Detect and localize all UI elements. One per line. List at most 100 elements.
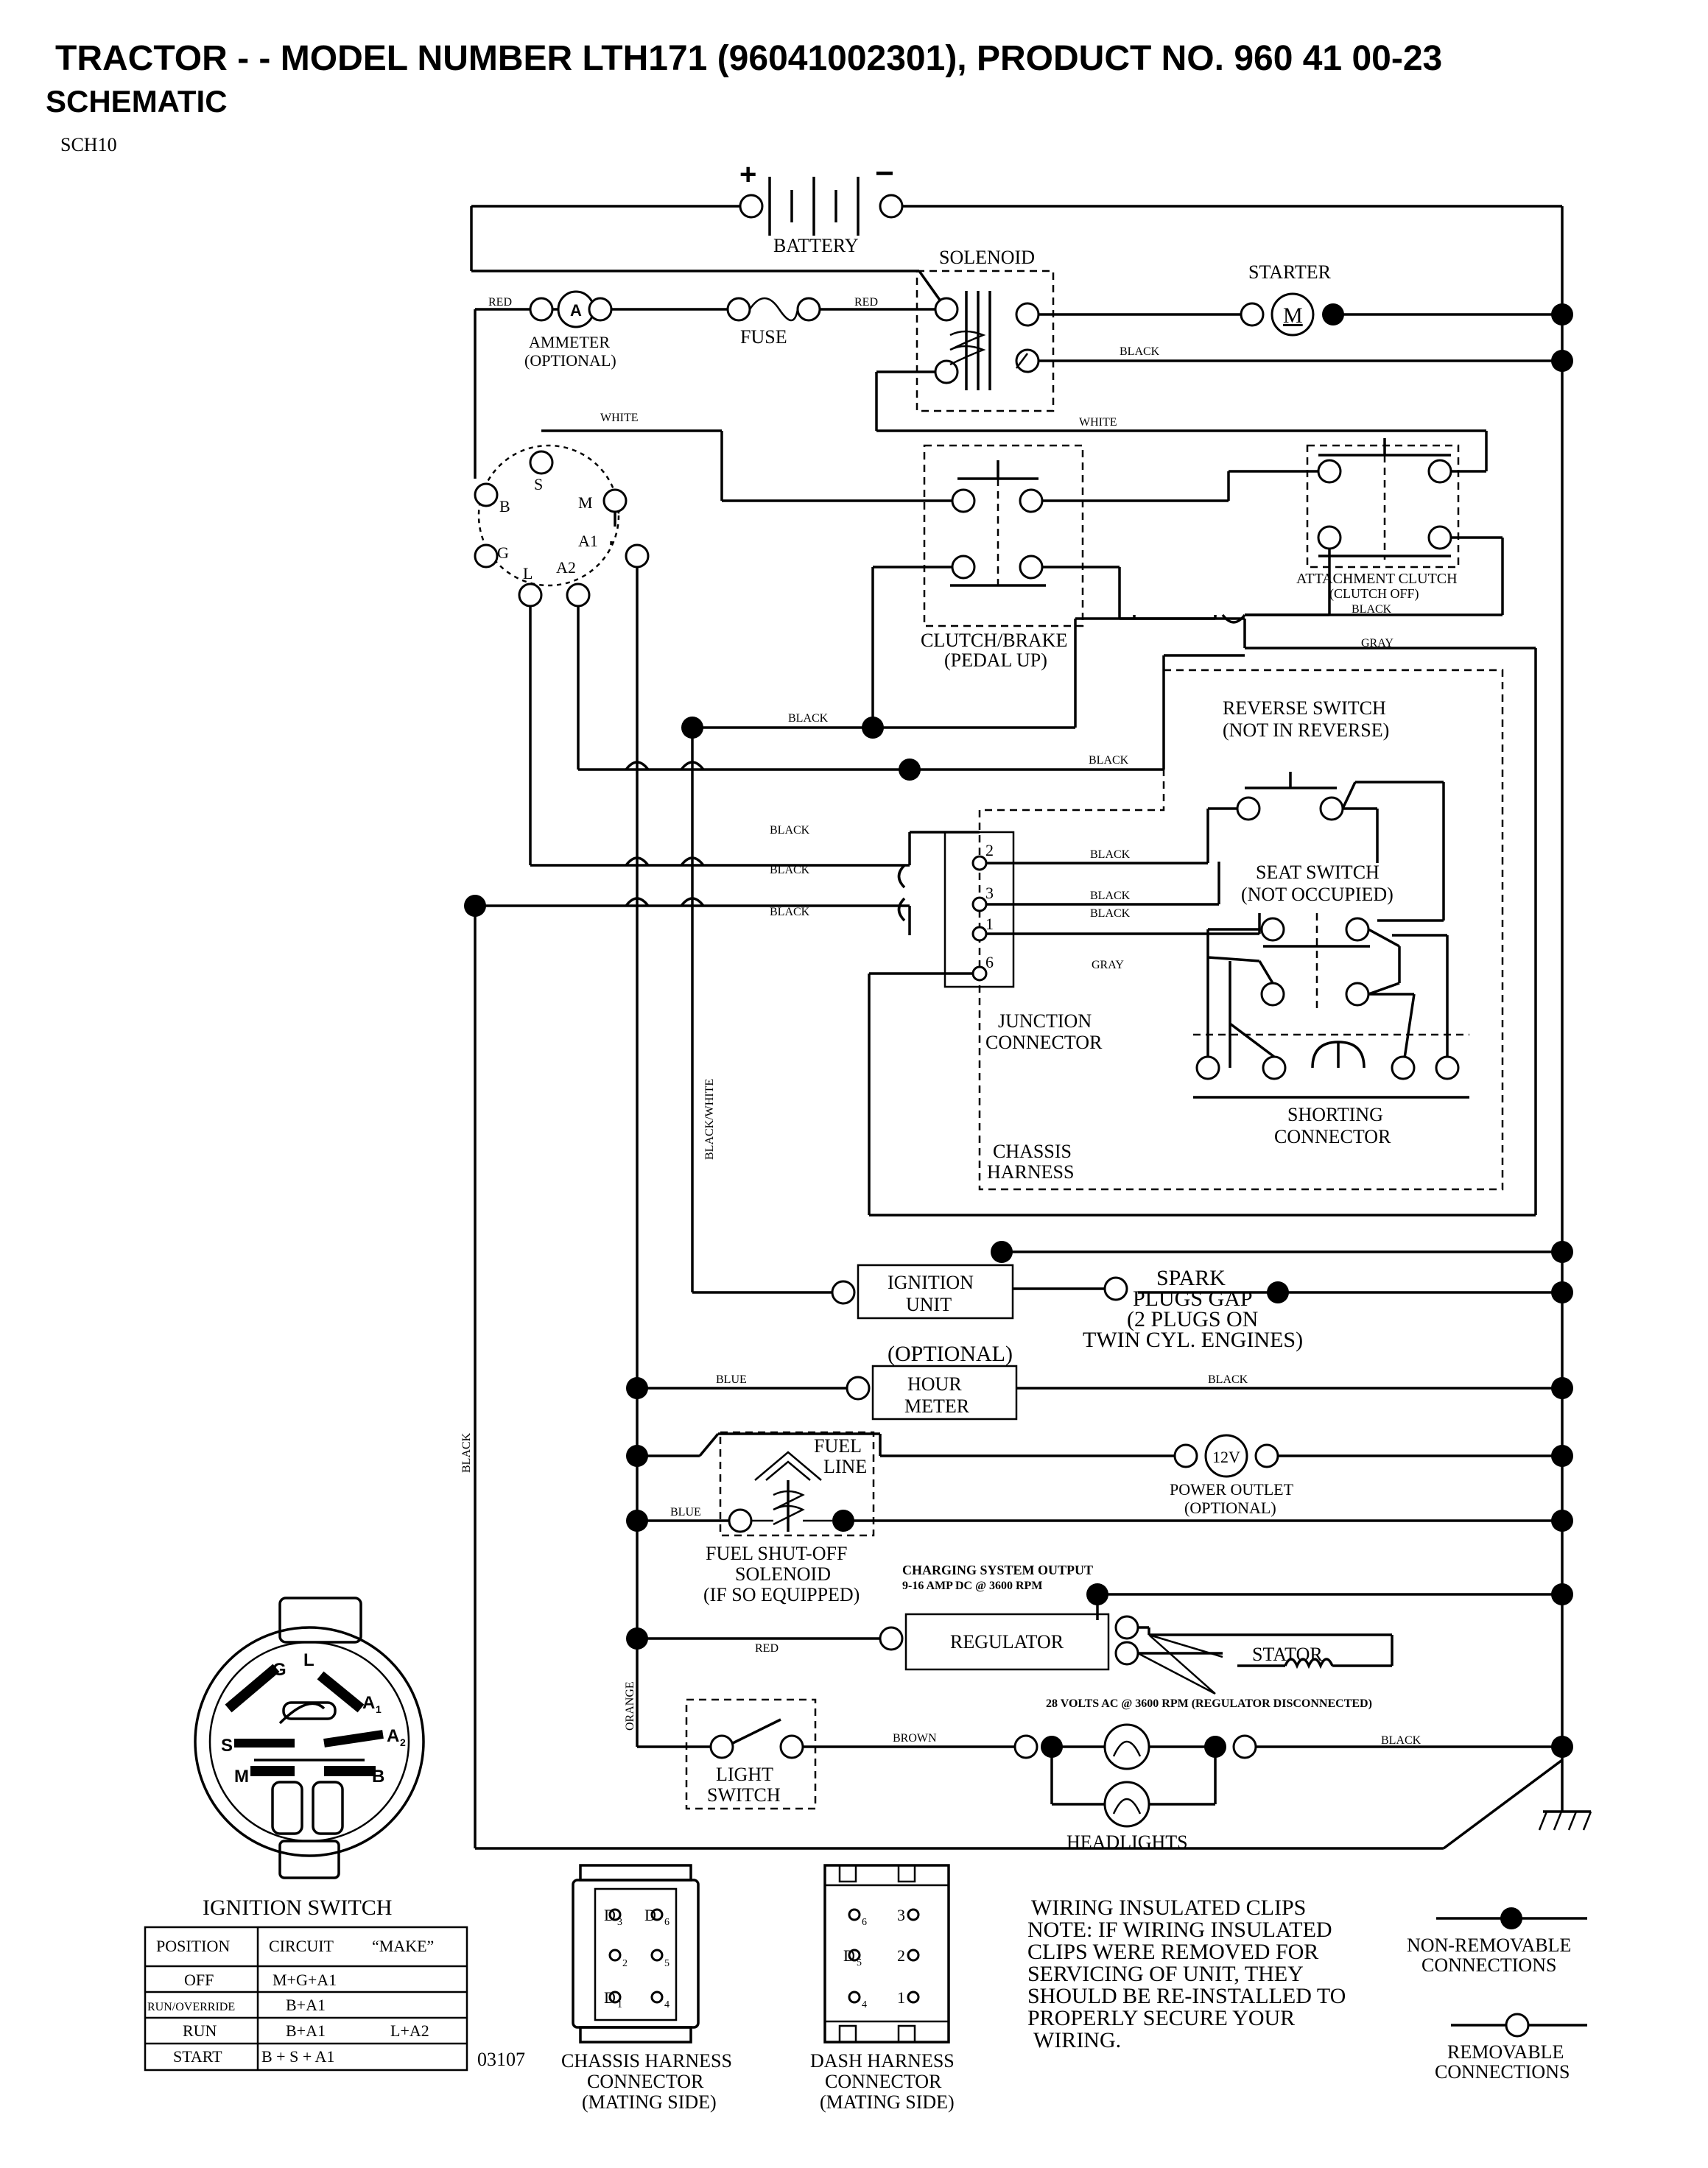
solenoid: SOLENOID — [915, 247, 1055, 412]
spark-label-1: SPARK — [1156, 1266, 1226, 1290]
table-row-start-position: START — [173, 2047, 222, 2066]
wire-label-black-11: BLACK — [1208, 1373, 1248, 1386]
switch-face-a2-sub: 2 — [400, 1736, 406, 1748]
fuel-line-label-1: FUEL — [814, 1435, 862, 1457]
reverse-switch: REVERSE SWITCH (NOT IN REVERSE) — [1223, 697, 1389, 821]
wire-label-red-1: RED — [488, 296, 512, 309]
dash-pin-6: 6 — [862, 1917, 867, 1928]
wire-crossovers — [625, 613, 1246, 922]
notes-line-1: NOTE: IF WIRING INSULATED — [1027, 1918, 1332, 1942]
stator-ac-label: 28 VOLTS AC @ 3600 RPM (REGULATOR DISCON… — [1046, 1697, 1372, 1710]
wire-label-brown: BROWN — [893, 1732, 937, 1745]
table-header-circuit: CIRCUIT — [269, 1937, 334, 1955]
reverse-switch-sub: (NOT IN REVERSE) — [1223, 719, 1389, 741]
chassis-pin-5: 5 — [664, 1958, 670, 1969]
legend-removable-2: CONNECTIONS — [1435, 2061, 1570, 2083]
wire-label-blue-1: BLUE — [716, 1373, 747, 1386]
chassis-pin-d6-sub: 6 — [664, 1917, 670, 1928]
wire-label-black-4: BLACK — [1089, 754, 1129, 767]
switch-face-a2: A — [387, 1726, 399, 1746]
attachment-clutch-sub: (CLUTCH OFF) — [1329, 586, 1419, 602]
light-switch-label-1: LIGHT — [716, 1764, 773, 1785]
power-outlet-symbol: 12V — [1212, 1448, 1240, 1466]
light-switch-label-2: SWITCH — [707, 1784, 781, 1806]
headlights-label: HEADLIGHTS — [1066, 1831, 1188, 1853]
switch-face-b: B — [372, 1767, 384, 1787]
power-outlet: 12V POWER OUTLET (OPTIONAL) — [1170, 1434, 1294, 1517]
dash-connector-label-2: CONNECTOR — [825, 2071, 942, 2092]
junction-pin-6: 6 — [985, 953, 994, 971]
ignition-unit-label-2: UNIT — [906, 1294, 952, 1315]
notes-line-2: CLIPS WERE REMOVED FOR — [1027, 1940, 1318, 1964]
legend-non-removable-2: CONNECTIONS — [1421, 1954, 1556, 1976]
ammeter-optional: (OPTIONAL) — [524, 351, 616, 370]
junction-connector: 2 3 1 6 JUNCTION CONNECTOR — [943, 831, 1103, 1053]
seat-switch-label: SEAT SWITCH — [1256, 862, 1380, 883]
page-subtitle: SCHEMATIC — [46, 84, 228, 119]
notes-line-6: WIRING. — [1033, 2028, 1121, 2052]
fuel-solenoid-label-1: FUEL SHUT-OFF — [706, 1543, 847, 1564]
terminal-b: B — [499, 497, 510, 515]
dash-connector-label-1: DASH HARNESS — [810, 2050, 955, 2072]
chassis-connector-label-1: CHASSIS HARNESS — [561, 2050, 732, 2072]
chassis-pin-d3-sub: 3 — [617, 1917, 622, 1928]
wire-label-gray-2: GRAY — [1092, 959, 1124, 971]
seat-switch-sub: (NOT OCCUPIED) — [1241, 884, 1394, 905]
chassis-harness-connector: D 3 D 6 2 5 D 1 4 CHASSIS HARNESS CONNEC… — [561, 1864, 732, 2113]
table-row-override-position: RUN/OVERRIDE — [147, 2001, 235, 2013]
power-outlet-sub: (OPTIONAL) — [1184, 1499, 1276, 1517]
wire-label-black-7: BLACK — [770, 906, 810, 918]
headlights: HEADLIGHTS — [1013, 1723, 1257, 1853]
terminal-l: L — [523, 564, 533, 583]
wire-label-red-2: RED — [854, 296, 878, 309]
seat-switch: SEAT SWITCH (NOT OCCUPIED) — [1206, 862, 1416, 1069]
hour-meter: (OPTIONAL) HOUR METER — [846, 1342, 1018, 1421]
legend-non-removable-1: NON-REMOVABLE — [1407, 1935, 1571, 1956]
switch-face-l: L — [303, 1650, 314, 1670]
chassis-connector-label-2: CONNECTOR — [587, 2071, 704, 2092]
chassis-pin-4: 4 — [664, 1999, 670, 2010]
ammeter: A AMMETER (OPTIONAL) — [524, 290, 616, 370]
legend-removable-1: REMOVABLE — [1447, 2041, 1564, 2063]
solenoid-label: SOLENOID — [939, 247, 1035, 268]
spark-label-3: (2 PLUGS ON — [1127, 1307, 1258, 1331]
shorting-connector-label-1: SHORTING — [1287, 1104, 1383, 1125]
wire-label-red-3: RED — [755, 1642, 779, 1655]
dash-pin-1: 1 — [897, 1988, 905, 2007]
ammeter-label: AMMETER — [529, 333, 610, 351]
junction-connector-label-1: JUNCTION — [998, 1010, 1092, 1032]
junction-pin-3: 3 — [985, 884, 994, 902]
notes-line-5: PROPERLY SECURE YOUR — [1027, 2006, 1295, 2030]
regulator: REGULATOR CHARGING SYSTEM OUTPUT 9-16 AM… — [879, 1563, 1139, 1671]
junction-connector-label-2: CONNECTOR — [985, 1032, 1103, 1053]
chassis-pin-d6: D — [644, 1906, 656, 1924]
table-header-position: POSITION — [156, 1937, 230, 1955]
wire-label-gray-1: GRAY — [1361, 637, 1394, 650]
junction-pin-2: 2 — [985, 841, 994, 859]
clutch-brake-sub: (PEDAL UP) — [944, 650, 1047, 671]
switch-face-a1: A — [362, 1693, 375, 1713]
wire-label-black-left: BLACK — [460, 1432, 473, 1473]
stator-label: STATOR — [1252, 1644, 1323, 1665]
wire-label-black-12: BLACK — [1381, 1734, 1421, 1747]
terminal-a1: A1 — [578, 532, 598, 550]
wire-label-black-8: BLACK — [1090, 848, 1131, 861]
main-wiring — [470, 205, 1592, 1850]
table-header-make: “MAKE” — [372, 1937, 434, 1955]
table-row-start-circuit: B + S + A1 — [261, 2047, 334, 2066]
regulator-label: REGULATOR — [950, 1631, 1064, 1653]
wire-label-black-5: BLACK — [770, 824, 810, 837]
notes-title: WIRING INSULATED CLIPS — [1031, 1896, 1306, 1920]
attachment-clutch-label: ATTACHMENT CLUTCH — [1296, 571, 1458, 587]
terminal-m: M — [578, 493, 593, 512]
starter-motor-symbol: M — [1283, 303, 1303, 328]
ignition-unit: IGNITION UNIT — [831, 1264, 1014, 1320]
wire-label-blue-2: BLUE — [670, 1506, 701, 1518]
battery: + − BATTERY — [739, 155, 904, 256]
dash-pin-3: 3 — [897, 1906, 905, 1924]
attachment-clutch-switch: ATTACHMENT CLUTCH (CLUTCH OFF) — [1296, 438, 1460, 602]
wire-label-black-9: BLACK — [1090, 890, 1131, 902]
battery-minus-label: − — [875, 155, 894, 191]
switch-face-a1-sub: 1 — [376, 1703, 382, 1715]
